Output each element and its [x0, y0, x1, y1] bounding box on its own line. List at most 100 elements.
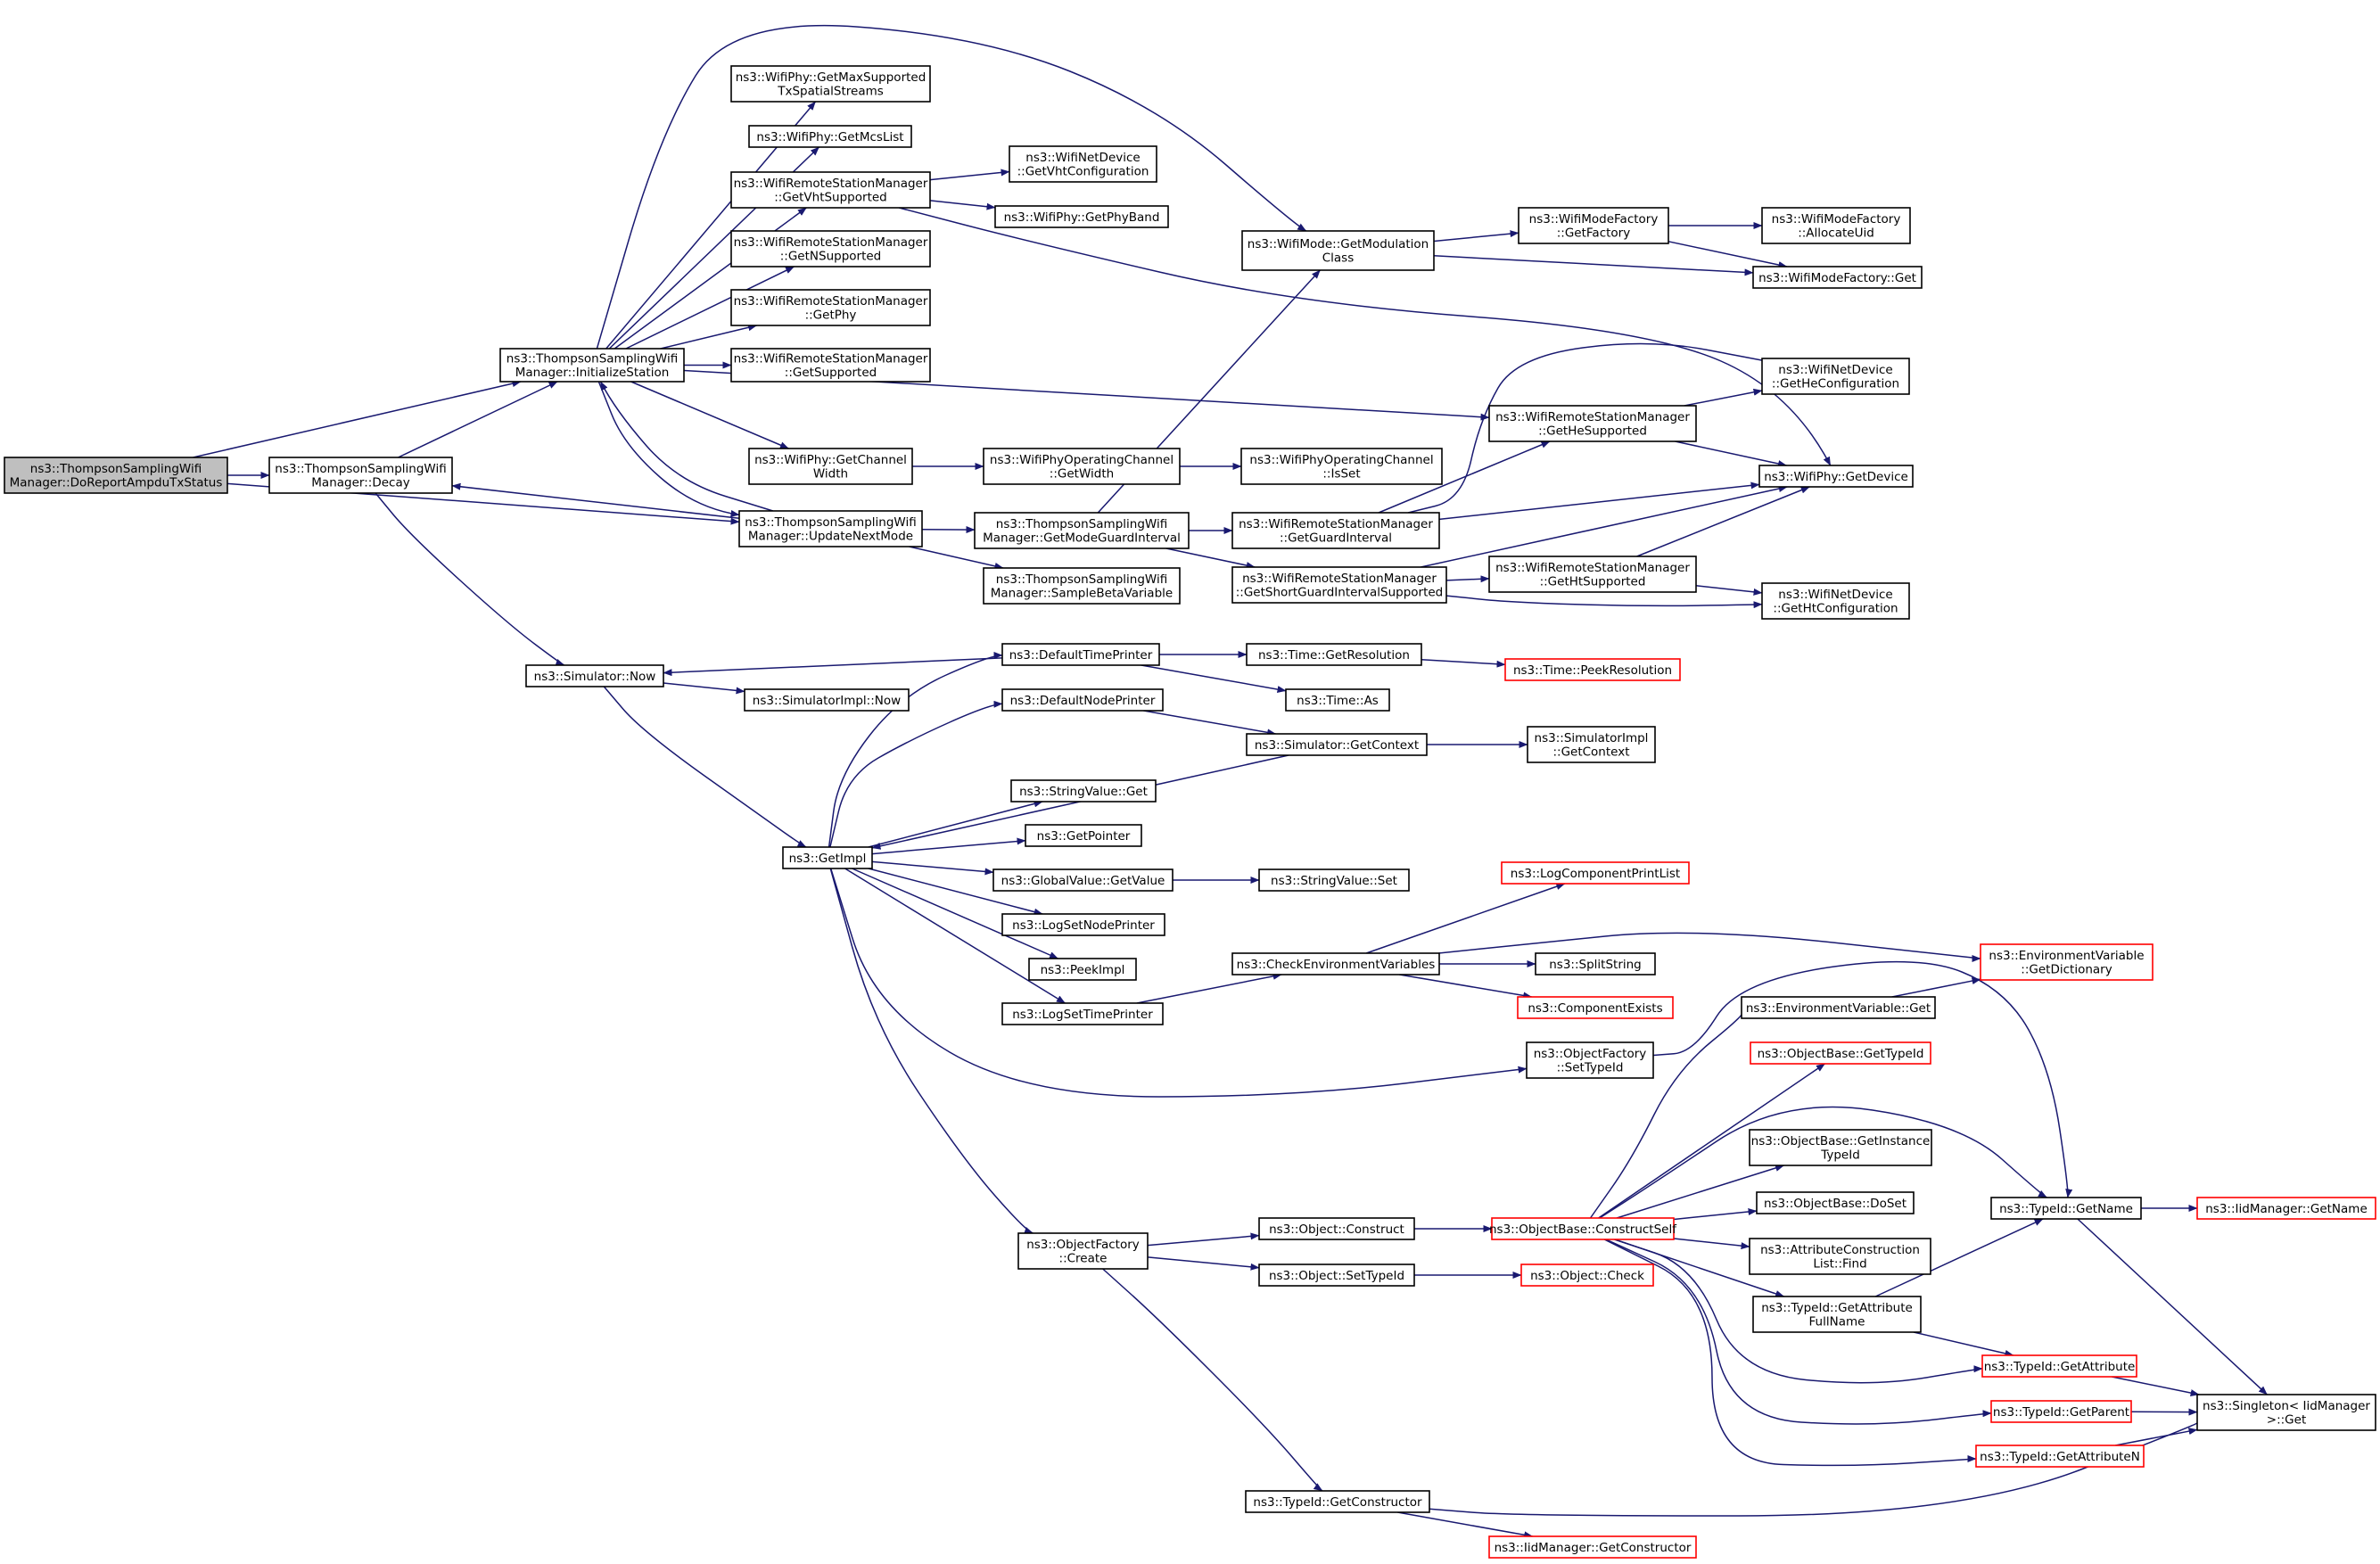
node-defnodeprinter[interactable]: ns3::DefaultNodePrinter [1001, 688, 1164, 712]
node-typeid-getattributen[interactable]: ns3::TypeId::GetAttributeN [1975, 1445, 2145, 1468]
node-singleton-get[interactable]: ns3::Singleton< IidManager >::Get [2196, 1394, 2376, 1431]
node-stringvalue-get[interactable]: ns3::StringValue::Get [1010, 779, 1157, 803]
node-iidmanager-getconstructor[interactable]: ns3::IidManager::GetConstructor [1488, 1535, 1697, 1559]
node-getimpl[interactable]: ns3::GetImpl [782, 846, 873, 869]
node-checkenvvars[interactable]: ns3::CheckEnvironmentVariables [1231, 952, 1440, 975]
node-opchan-isset[interactable]: ns3::WifiPhyOperatingChannel::IsSet [1240, 448, 1443, 485]
edge-line [1407, 342, 1772, 514]
node-objbase-doset[interactable]: ns3::ObjectBase::DoSet [1756, 1191, 1915, 1214]
node-object-settypeid[interactable]: ns3::Object::SetTypeId [1258, 1264, 1415, 1287]
node-time-as[interactable]: ns3::Time::As [1285, 688, 1390, 712]
node-componentexists[interactable]: ns3::ComponentExists [1517, 996, 1674, 1019]
call-edge-getimpl-to-logsetnodeprinter [868, 868, 1043, 916]
node-box [748, 448, 913, 485]
node-label-line: ::GetDictionary [2021, 963, 2112, 977]
node-gethesupp[interactable]: ns3::WifiRemoteStationManager::GetHeSupp… [1488, 405, 1697, 442]
node-label-line: ns3::WifiNetDevice [1025, 151, 1140, 165]
node-opchan-getwidth[interactable]: ns3::WifiPhyOperatingChannel::GetWidth [983, 448, 1181, 485]
node-envvar-getdict[interactable]: ns3::EnvironmentVariable::GetDictionary [1980, 943, 2154, 981]
node-box [1025, 824, 1142, 847]
call-edge-typeid_getconstructor-to-singleton_get [1429, 1418, 2206, 1517]
edge-line [829, 700, 1003, 848]
node-simimpl-getcontext[interactable]: ns3::SimulatorImpl::GetContext [1527, 726, 1656, 763]
node-label-line: ns3::Time::PeekResolution [1513, 663, 1672, 678]
node-label-line: ns3::ObjectBase::ConstructSelf [1489, 1222, 1677, 1237]
node-typeid-getname[interactable]: ns3::TypeId::GetName [1990, 1197, 2142, 1220]
node-getguard[interactable]: ns3::WifiRemoteStationManager::GetGuardI… [1231, 512, 1440, 549]
edge-line [1445, 575, 1490, 583]
node-logcompprintlist[interactable]: ns3::LogComponentPrintList [1501, 861, 1690, 885]
edge-line [660, 324, 758, 350]
node-label-line: TypeId [1820, 1148, 1860, 1163]
node-getshortgi[interactable]: ns3::WifiRemoteStationManager::GetShortG… [1231, 566, 1447, 604]
node-samplebeta[interactable]: ns3::ThompsonSamplingWifiManager::Sample… [983, 567, 1181, 605]
node-initstation[interactable]: ns3::ThompsonSamplingWifiManager::Initia… [499, 348, 685, 383]
edge-line [829, 868, 1034, 1234]
node-peekimpl[interactable]: ns3::PeekImpl [1028, 958, 1137, 981]
call-edge-gethesupp-to-getheconf [1684, 388, 1763, 407]
node-label-line: ns3::Simulator::Now [534, 670, 656, 684]
node-envvar-get[interactable]: ns3::EnvironmentVariable::Get [1741, 996, 1936, 1019]
node-logsettimeprinter[interactable]: ns3::LogSetTimePrinter [1001, 1002, 1164, 1025]
node-label-line: ::GetFactory [1557, 226, 1630, 241]
node-gethtsupp[interactable]: ns3::WifiRemoteStationManager::GetHtSupp… [1488, 556, 1697, 593]
node-getnsupp[interactable]: ns3::WifiRemoteStationManager::GetNSuppo… [730, 230, 931, 268]
node-gethtconf[interactable]: ns3::WifiNetDevice::GetHtConfiguration [1761, 582, 1910, 620]
node-getphy[interactable]: ns3::WifiRemoteStationManager::GetPhy [730, 289, 931, 326]
node-objbase-gettypeid[interactable]: ns3::ObjectBase::GetTypeId [1750, 1041, 1931, 1065]
edge-line [1136, 972, 1282, 1004]
node-getdevice[interactable]: ns3::WifiPhy::GetDevice [1758, 465, 1914, 488]
node-getsupported[interactable]: ns3::WifiRemoteStationManager::GetSuppor… [730, 348, 931, 383]
node-globalvalue-getvalue[interactable]: ns3::GlobalValue::GetValue [992, 868, 1174, 892]
node-getpointer[interactable]: ns3::GetPointer [1025, 824, 1142, 847]
node-logsetnodeprinter[interactable]: ns3::LogSetNodePrinter [1001, 913, 1165, 936]
node-box [268, 457, 453, 494]
node-getvhtconf[interactable]: ns3::WifiNetDevice::GetVhtConfiguration [1009, 145, 1157, 183]
node-objfactory-settypeid[interactable]: ns3::ObjectFactory::SetTypeId [1526, 1041, 1654, 1079]
node-objfactory-create[interactable]: ns3::ObjectFactory::Create [1017, 1232, 1149, 1270]
node-simnow[interactable]: ns3::Simulator::Now [525, 664, 664, 687]
node-iidmanager-getname[interactable]: ns3::IidManager::GetName [2196, 1197, 2376, 1220]
edge-line [909, 546, 1004, 570]
node-label-line: ns3::Object::Check [1530, 1269, 1644, 1283]
node-modefactory-getfactory[interactable]: ns3::WifiModeFactory::GetFactory [1518, 207, 1669, 244]
node-allocateuid[interactable]: ns3::WifiModeFactory::AllocateUid [1761, 207, 1911, 244]
node-simimpl-now[interactable]: ns3::SimulatorImpl::Now [744, 688, 910, 712]
node-label-line: ns3::ObjectBase::GetInstance [1751, 1134, 1931, 1148]
node-objbase-constructself[interactable]: ns3::ObjectBase::ConstructSelf [1489, 1217, 1677, 1240]
node-label-line: ::GetPhy [805, 309, 857, 323]
node-updatenext[interactable]: ns3::ThompsonSamplingWifiManager::Update… [738, 510, 923, 547]
node-getmodeguard[interactable]: ns3::ThompsonSamplingWifiManager::GetMod… [974, 512, 1190, 549]
node-getmaxss[interactable]: ns3::WifiPhy::GetMaxSupportedTxSpatialSt… [730, 65, 931, 103]
edge-line [1668, 241, 1788, 268]
node-typeid-getparent[interactable]: ns3::TypeId::GetParent [1990, 1400, 2132, 1423]
node-label-line: Manager::GetModeGuardInterval [983, 531, 1181, 546]
edge-line [2112, 1376, 2200, 1397]
node-label-line: ::GetHtConfiguration [1773, 602, 1898, 616]
node-label-line: ns3::WifiRemoteStationManager [734, 352, 928, 366]
node-modefactory-get[interactable]: ns3::WifiModeFactory::Get [1752, 266, 1923, 289]
node-box [1245, 1490, 1430, 1513]
node-time-peekres[interactable]: ns3::Time::PeekResolution [1504, 658, 1681, 681]
node-getheconf[interactable]: ns3::WifiNetDevice::GetHeConfiguration [1761, 358, 1910, 395]
node-typeid-getconstructor[interactable]: ns3::TypeId::GetConstructor [1245, 1490, 1430, 1513]
node-typeid-getattribute[interactable]: ns3::TypeId::GetAttribute [1981, 1354, 2137, 1378]
call-edge-typeid_getname-to-singleton_get [2077, 1218, 2268, 1395]
node-getvhtsupp[interactable]: ns3::WifiRemoteStationManager::GetVhtSup… [730, 171, 931, 209]
node-splitstring[interactable]: ns3::SplitString [1535, 952, 1656, 975]
node-time-getres[interactable]: ns3::Time::GetResolution [1246, 643, 1422, 666]
node-object-check[interactable]: ns3::Object::Check [1520, 1264, 1654, 1287]
node-getmcslist[interactable]: ns3::WifiPhy::GetMcsList [748, 125, 912, 148]
node-deftimeprinter[interactable]: ns3::DefaultTimePrinter [1001, 643, 1160, 666]
node-stringvalue-set[interactable]: ns3::StringValue::Set [1258, 868, 1410, 892]
node-getphyband[interactable]: ns3::WifiPhy::GetPhyBand [994, 205, 1169, 228]
call-edge-decay-to-initstation [398, 381, 558, 458]
node-object-construct[interactable]: ns3::Object::Construct [1258, 1217, 1415, 1240]
node-sim-getcontext[interactable]: ns3::Simulator::GetContext [1246, 733, 1428, 756]
